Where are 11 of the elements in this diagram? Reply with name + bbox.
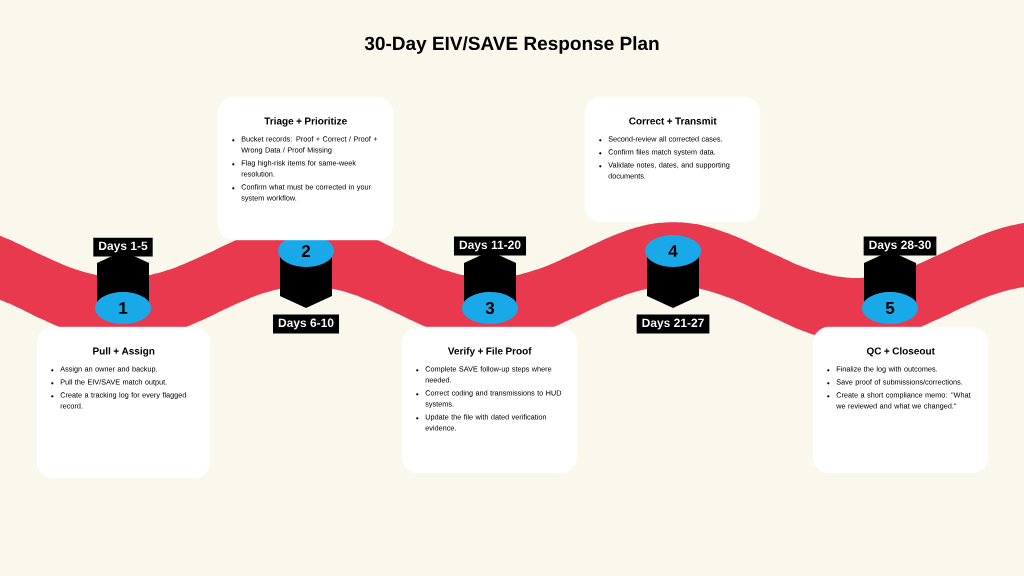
card-heading: Verify + File Proof [447, 347, 532, 357]
step-card [584, 96, 761, 223]
card-heading: Pull + Assign [93, 347, 155, 357]
step-card [217, 96, 394, 241]
step-card [401, 326, 578, 474]
title: 30-Day EIV/SAVE Response Plan [364, 36, 659, 54]
card-heading: Correct + Transmit [629, 117, 717, 125]
card-heading: QC + Closeout [866, 347, 935, 357]
step-card [36, 326, 211, 479]
step-card [812, 326, 989, 474]
card-heading: Triage + Prioritize [264, 117, 347, 127]
